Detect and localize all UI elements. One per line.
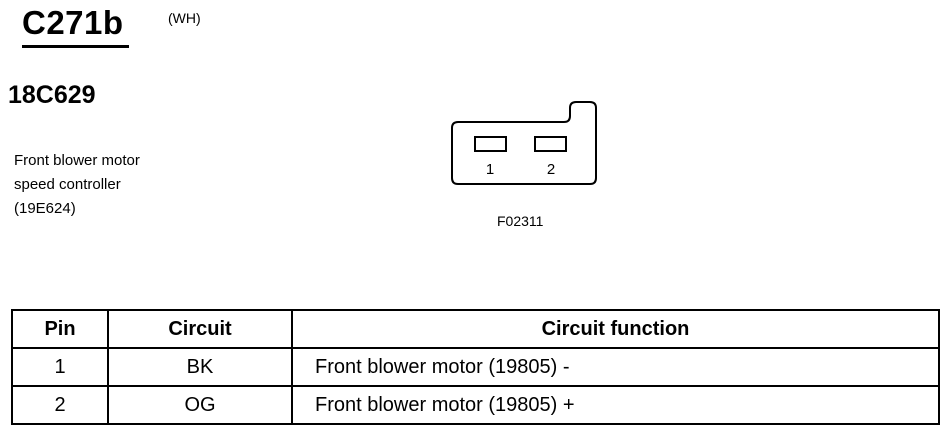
table-row: 2 OG Front blower motor (19805) + — [11, 385, 940, 425]
cell-circuit: BK — [107, 347, 293, 387]
table-row: 1 BK Front blower motor (19805) - — [11, 347, 940, 387]
cell-pin: 1 — [11, 347, 109, 387]
part-number: 18C629 — [8, 81, 96, 109]
pin-2-label: 2 — [547, 161, 555, 178]
header-pin: Pin — [11, 309, 109, 349]
component-desc-line: speed controller — [14, 176, 121, 193]
header-circuit-function: Circuit function — [291, 309, 940, 349]
connector-id-underline — [22, 45, 129, 48]
connector-color: (WH) — [168, 10, 201, 26]
pin-1-terminal — [474, 136, 507, 152]
component-desc-line: Front blower motor — [14, 152, 140, 169]
cell-circuit-function: Front blower motor (19805) - — [291, 347, 940, 387]
component-description: Front blower motor speed controller (19E… — [14, 149, 214, 221]
connector-id: C271b — [22, 4, 124, 41]
figure-code: F02311 — [497, 213, 544, 229]
cell-pin: 2 — [11, 385, 109, 425]
pin-table-header-row: Pin Circuit Circuit function — [11, 309, 940, 349]
cell-circuit-function: Front blower motor (19805) + — [291, 385, 940, 425]
cell-circuit: OG — [107, 385, 293, 425]
pin-table: Pin Circuit Circuit function 1 BK Front … — [11, 309, 940, 425]
connector-face-diagram: 1 2 — [451, 101, 597, 185]
header-circuit: Circuit — [107, 309, 293, 349]
connector-housing-outline — [451, 101, 597, 185]
component-desc-line: (19E624) — [14, 200, 76, 217]
pin-2-terminal — [534, 136, 567, 152]
pin-1-label: 1 — [486, 161, 494, 178]
